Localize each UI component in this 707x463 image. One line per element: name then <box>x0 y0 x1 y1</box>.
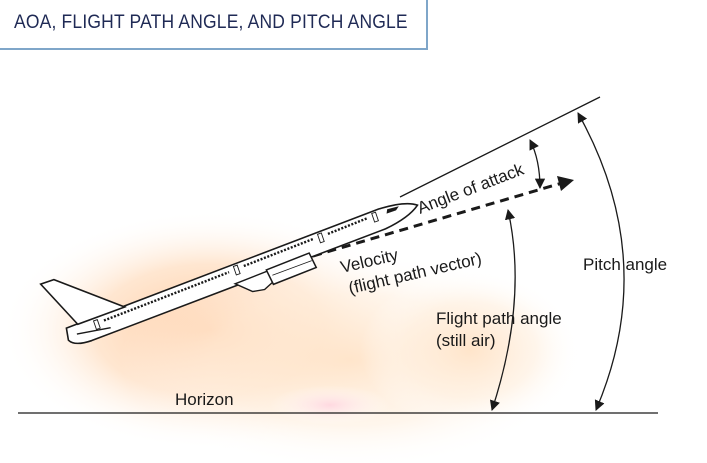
diagram-title: AOA, FLIGHT PATH ANGLE, AND PITCH ANGLE <box>14 12 408 33</box>
background-glow <box>0 210 580 463</box>
airplane <box>39 202 419 345</box>
airplane-windows-aft <box>103 271 230 322</box>
airplane-windows-mid <box>243 237 314 268</box>
airplane-fuselage <box>65 202 419 345</box>
pitch-line <box>399 96 601 198</box>
velocity-arrowhead <box>557 176 574 191</box>
airplane-vertical-tail <box>39 278 127 326</box>
title-box: AOA, FLIGHT PATH ANGLE, AND PITCH ANGLE <box>0 0 428 50</box>
angle-of-attack-arc <box>529 139 546 190</box>
airplane-stabilizer <box>76 327 111 335</box>
label-flight-path-angle-line1: Flight path angle <box>436 309 562 328</box>
velocity-vector <box>312 181 563 258</box>
airplane-engine <box>265 252 318 286</box>
label-flight-path-angle-line2: (still air) <box>436 331 496 350</box>
label-angle-of-attack: Angle of attack <box>415 160 527 218</box>
label-pitch-angle: Pitch angle <box>583 255 667 274</box>
airplane-cockpit <box>386 206 399 214</box>
pitch-angle-arc <box>577 112 625 411</box>
flight-path-angle-arc <box>489 208 516 411</box>
label-horizon: Horizon <box>175 390 234 409</box>
